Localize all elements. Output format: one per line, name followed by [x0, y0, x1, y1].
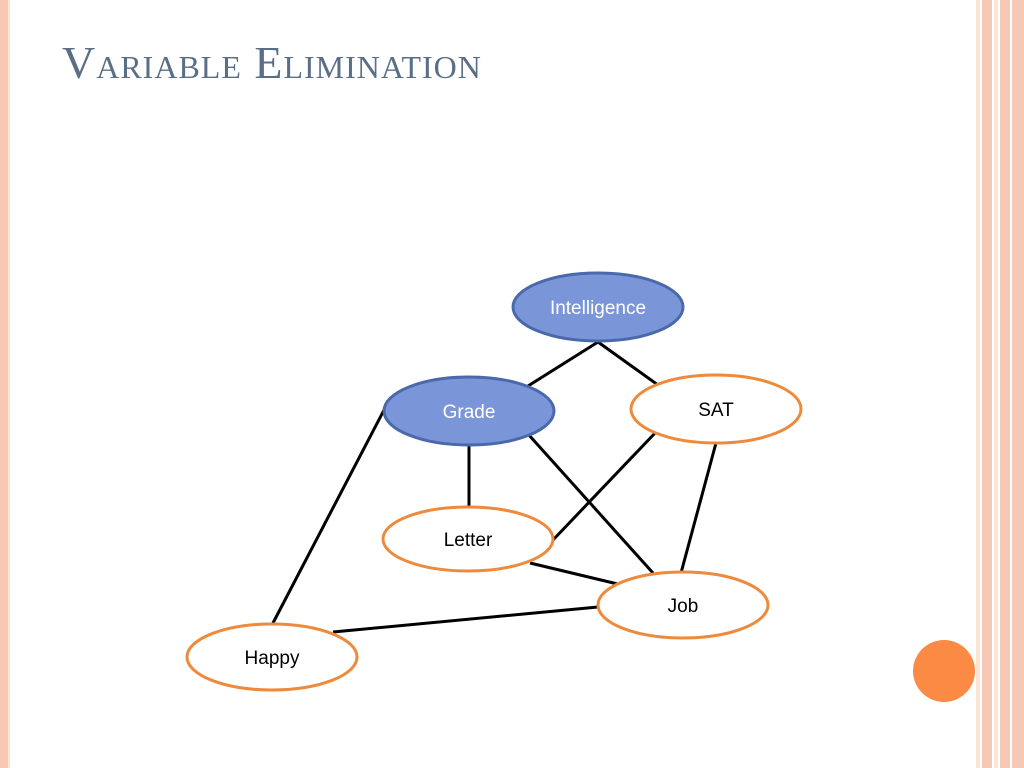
node-intelligence-ellipse [511, 271, 685, 343]
node-job-ellipse [596, 570, 770, 640]
edge-grade-job [526, 432, 655, 575]
node-happy: Happy [185, 622, 359, 692]
slide-title: Variable Elimination [62, 37, 482, 88]
edge-sat-job [679, 442, 718, 574]
node-sat-label: SAT [698, 400, 734, 421]
node-intelligence: Intelligence [511, 271, 685, 343]
edge-layer [271, 340, 718, 634]
node-happy-ellipse [185, 622, 359, 692]
right-bar-3 [1012, 0, 1024, 768]
node-job-label: Job [668, 596, 699, 617]
edge-letter-job [529, 561, 627, 588]
node-grade-ellipse [382, 375, 556, 447]
node-grade: Grade [382, 375, 556, 447]
accent-dot [913, 640, 975, 702]
right-bar-2 [1000, 0, 1010, 768]
edge-grade-happy [271, 409, 386, 624]
right-bar-thin-2 [994, 0, 998, 768]
edge-intelligence-sat [597, 340, 659, 387]
left-border-bar [0, 0, 10, 768]
node-letter-label: Letter [444, 530, 493, 551]
node-sat-ellipse [629, 373, 803, 445]
node-job: Job [596, 570, 770, 640]
node-letter: Letter [381, 505, 555, 573]
node-intelligence-label: Intelligence [550, 298, 646, 319]
edge-job-happy [332, 605, 599, 634]
right-border-bars [976, 0, 1024, 768]
node-happy-label: Happy [245, 648, 300, 669]
node-sat: SAT [629, 373, 803, 445]
right-bar-thin-1 [976, 0, 980, 768]
edge-intelligence-grade [527, 340, 599, 388]
node-letter-ellipse [381, 505, 555, 573]
right-bar-1 [982, 0, 992, 768]
node-grade-label: Grade [443, 402, 496, 423]
edge-sat-letter [551, 430, 658, 542]
